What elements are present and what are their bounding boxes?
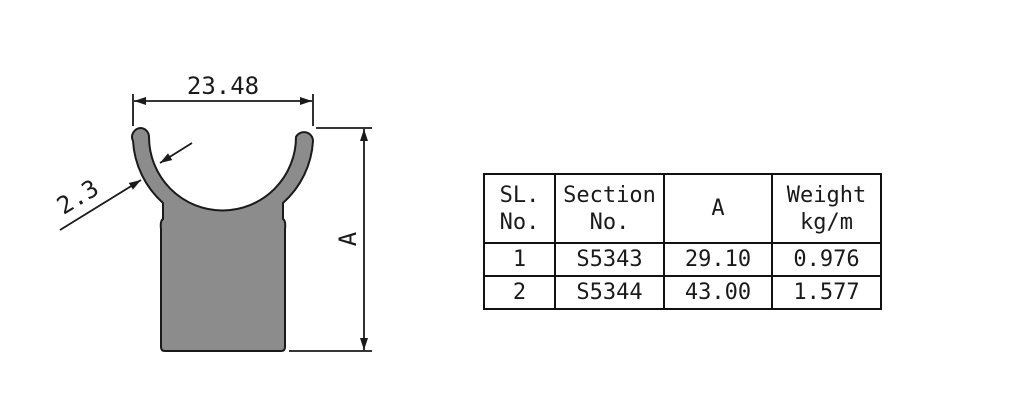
header-a-label: A — [711, 196, 725, 221]
table-header: SL. No. Section No. A Weight kg/m — [483, 173, 882, 244]
table-row: 1 S5343 29.10 0.976 — [483, 242, 882, 277]
height-dimension-label: A — [334, 231, 362, 246]
cell-a: 29.10 — [663, 242, 773, 277]
header-weight: Weight kg/m — [771, 173, 882, 244]
header-weight-line1: Weight — [786, 182, 867, 208]
header-sl-no-line1: SL. — [499, 182, 540, 208]
header-sl-no-line2: No. — [499, 209, 540, 235]
cell-weight: 0.976 — [771, 242, 882, 277]
header-section-no-line1: Section — [563, 182, 656, 208]
header-section-no-line2: No. — [589, 209, 630, 235]
thickness-dimension-label: 2.3 — [52, 174, 104, 220]
thickness-leader-lower — [59, 179, 142, 231]
table-row: 2 S5344 43.00 1.577 — [483, 275, 882, 310]
table-header-row: SL. No. Section No. A Weight kg/m — [483, 173, 882, 244]
header-section-no: Section No. — [554, 173, 665, 244]
cell-sl-no: 1 — [483, 242, 556, 277]
width-dimension-label: 23.48 — [187, 72, 259, 100]
header-a: A — [663, 173, 773, 244]
header-weight-line2: kg/m — [800, 209, 853, 235]
cell-a: 43.00 — [663, 275, 773, 310]
table-body: 1 S5343 29.10 0.976 2 S5344 43.00 1.577 — [483, 242, 882, 310]
cell-sl-no: 2 — [483, 275, 556, 310]
cell-section-no: S5343 — [554, 242, 665, 277]
profile-shape — [131, 127, 314, 352]
header-sl-no: SL. No. — [483, 173, 556, 244]
thickness-leader-upper — [159, 142, 193, 164]
section-spec-table: SL. No. Section No. A Weight kg/m 1 S534… — [483, 173, 882, 310]
cell-section-no: S5344 — [554, 275, 665, 310]
cell-weight: 1.577 — [771, 275, 882, 310]
